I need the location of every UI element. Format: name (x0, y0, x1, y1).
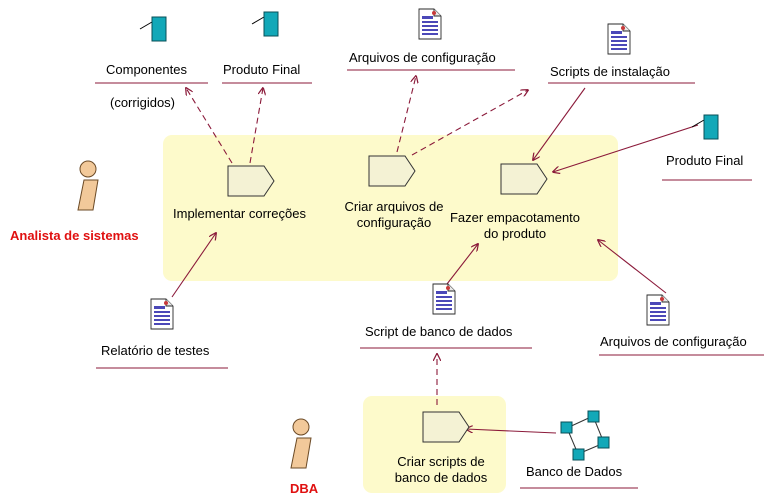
final-product-right-label: Produto Final (666, 153, 744, 168)
arrow-implement-to-components (186, 88, 233, 164)
final-product-top-label: Produto Final (223, 62, 301, 77)
arrow-final-product-to-packaging (553, 124, 699, 172)
arrow-config-to-config-files (396, 76, 416, 153)
components-outcome-icon (139, 16, 167, 42)
arrow-implement-to-final-product (249, 88, 263, 164)
database-model-icon (560, 410, 610, 461)
dba-actor-icon (290, 418, 312, 469)
artifact-underlines (95, 69, 764, 489)
database-label: Banco de Dados (526, 464, 623, 479)
implement-activity-icon (227, 165, 275, 197)
test-report-document-icon (150, 298, 174, 330)
config-files-top-document-icon (418, 8, 442, 40)
dba-activity-area (363, 396, 506, 493)
test-report-label: Relatório de testes (101, 343, 210, 358)
components-note-label: (corrigidos) (110, 95, 176, 110)
arrow-config-to-install-scripts (411, 90, 528, 156)
db-script-label: Script de banco de dados (365, 324, 513, 339)
flow-arrows (171, 76, 699, 434)
packaging-activity-label: Fazer empacotamento do produto (449, 210, 581, 241)
db-script-document-icon (432, 283, 456, 315)
arrow-database-to-create-db-scripts (466, 429, 557, 434)
create-db-scripts-activity-label: Criar scripts de banco de dados (394, 454, 488, 485)
analyst-role-label: Analista de sistemas (10, 228, 139, 243)
install-scripts-label: Scripts de instalação (550, 64, 670, 79)
create-db-scripts-activity-icon (422, 411, 470, 443)
install-scripts-document-icon (607, 23, 631, 55)
packaging-activity-icon (500, 163, 548, 195)
implement-activity-label: Implementar correções (173, 206, 306, 221)
dba-role-label: DBA (290, 481, 319, 496)
analyst-actor-icon (77, 160, 99, 211)
config-files-right-document-icon (646, 294, 670, 326)
config-files-right-label: Arquivos de configuração (600, 334, 747, 349)
arrow-test-report-to-implement (171, 233, 216, 298)
arrow-db-script-to-packaging (446, 244, 478, 285)
arrow-install-scripts-to-packaging (533, 87, 586, 160)
arrow-config-files-to-packaging (598, 240, 667, 294)
create-config-activity-label: Criar arquivos de configuração (344, 199, 444, 230)
config-files-top-label: Arquivos de configuração (349, 50, 496, 65)
create-config-activity-icon (368, 155, 416, 187)
final-product-top-outcome-icon (251, 11, 279, 37)
final-product-right-outcome-icon (691, 114, 719, 140)
components-label: Componentes (106, 62, 187, 77)
